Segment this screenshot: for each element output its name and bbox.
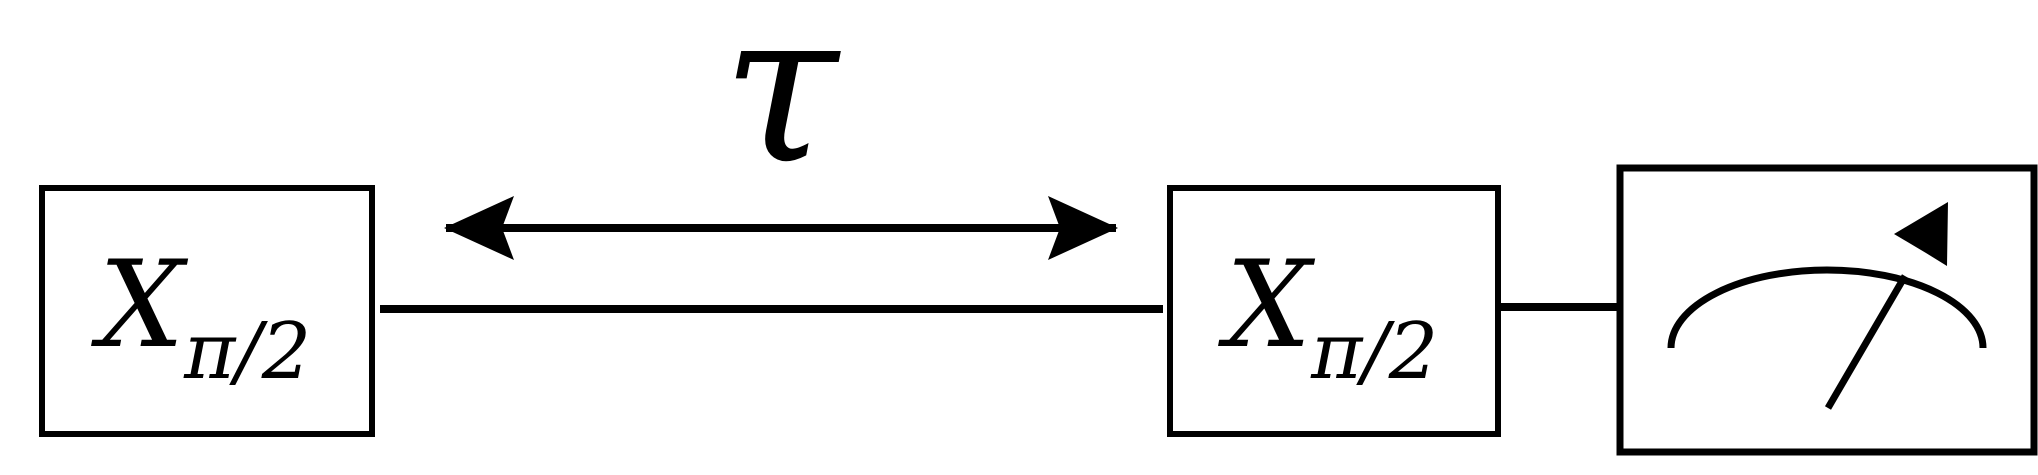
meter-needle xyxy=(1824,274,1909,410)
meter-icon xyxy=(1667,202,1987,410)
gate-1-box xyxy=(39,185,375,437)
gate-1: Xπ/2 xyxy=(39,185,375,437)
gate-1-symbol: X xyxy=(91,236,189,375)
gate-1-subscript: π/2 xyxy=(183,307,311,397)
measurement xyxy=(1616,164,2038,456)
gate-2-subscript: π/2 xyxy=(1310,307,1438,397)
gate-2-label: Xπ/2 xyxy=(1218,236,1439,397)
meter-arc xyxy=(1667,266,1987,349)
gate-2: Xπ/2 xyxy=(1167,185,1501,437)
meter-needle-head xyxy=(1894,202,1948,266)
delay-label: τ xyxy=(722,0,841,210)
gate-2-symbol: X xyxy=(1218,236,1316,375)
measurement-box xyxy=(1616,164,2038,456)
gate-1-label: Xπ/2 xyxy=(91,236,312,397)
